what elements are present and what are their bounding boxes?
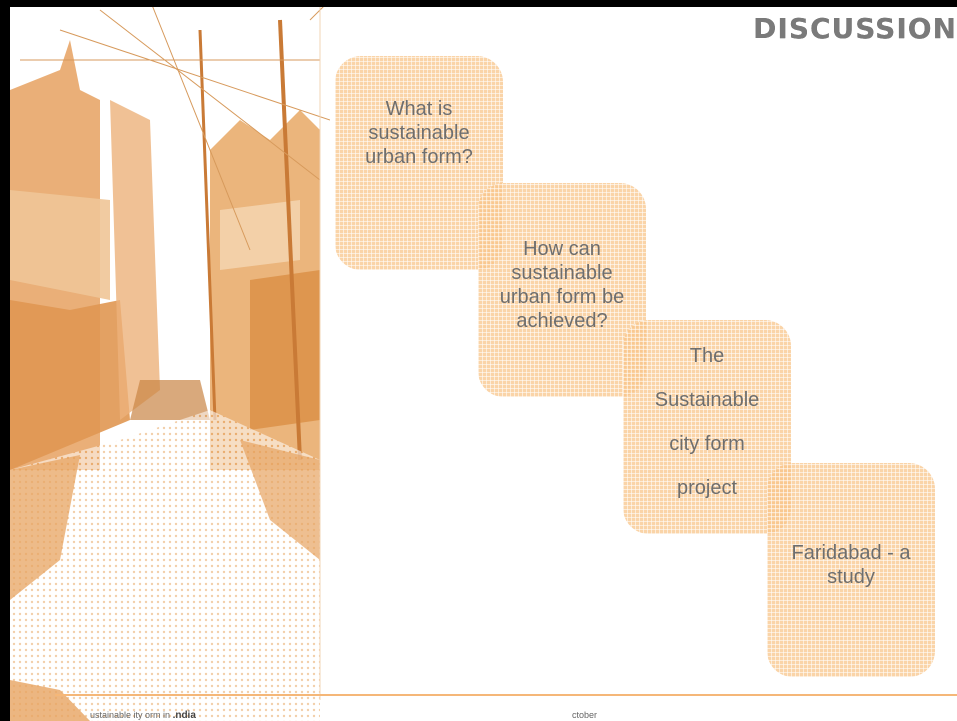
question-box-2: How can sustainable urban form be achiev… [478, 183, 646, 397]
question-box-4-text: Faridabad - a study [791, 542, 911, 588]
slide-border-left [0, 0, 10, 721]
question-box-2-text: How can sustainable urban form be achiev… [499, 238, 625, 332]
slide-title: DISCUSSION [753, 12, 957, 45]
footer-left-bold: .ndia [172, 710, 196, 721]
slide-border-top [0, 0, 957, 7]
footer-middle-text: ctober [572, 710, 598, 720]
question-box-3-text: The Sustainable city form project [654, 345, 760, 499]
street-photo-illustration [0, 0, 330, 721]
footer-divider [55, 694, 957, 696]
question-box-1: What is sustainable urban form? [335, 56, 503, 270]
question-box-1-text: What is sustainable urban form? [365, 98, 473, 168]
slide-title-text: DISCUSSION [753, 12, 957, 45]
question-box-3: The Sustainable city form project [623, 320, 791, 534]
footer-left-text: ustainable ity orm in .ndia [90, 710, 196, 721]
footer-left-prefix: ustainable ity orm in [90, 710, 171, 720]
question-box-4: Faridabad - a study [767, 463, 935, 677]
